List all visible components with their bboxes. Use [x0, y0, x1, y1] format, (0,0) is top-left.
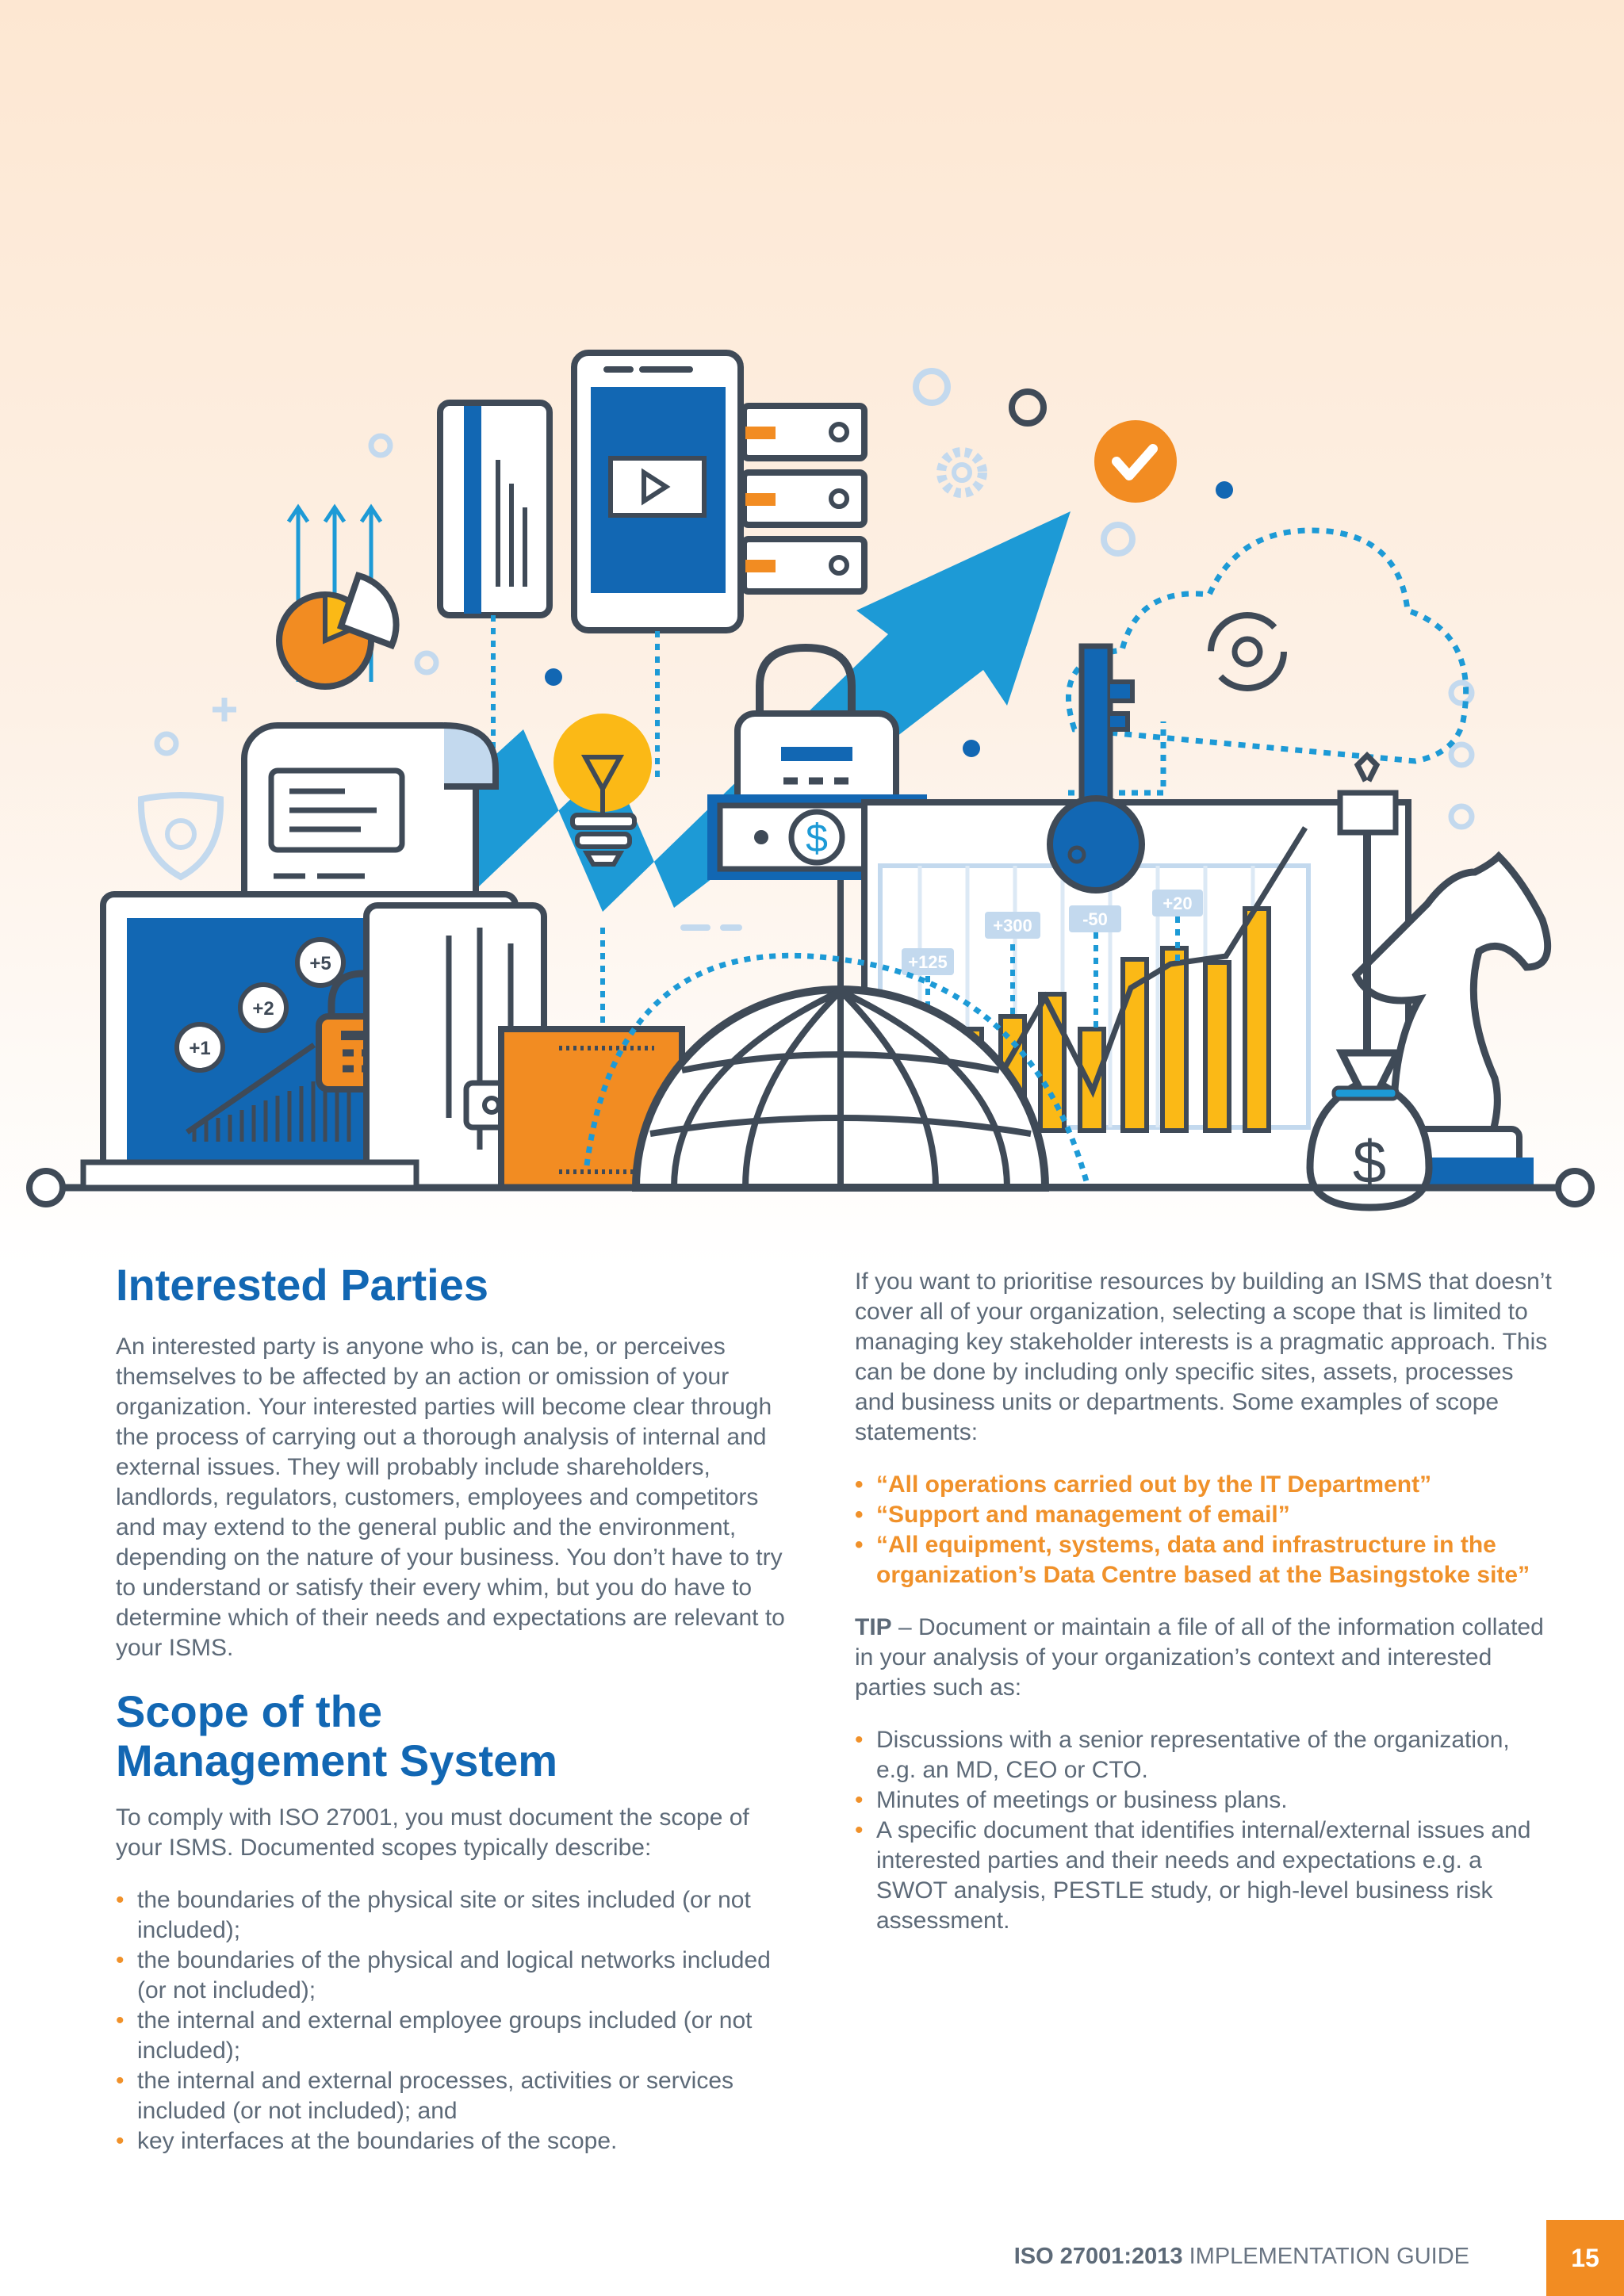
tip-label: TIP — [855, 1614, 892, 1640]
page-number: 15 — [1546, 2220, 1624, 2296]
credit-card-icon — [437, 400, 553, 618]
chart-label: +125 — [908, 952, 948, 972]
tip-list: Discussions with a senior representative… — [855, 1725, 1553, 1936]
list-item: A specific document that identifies inte… — [855, 1816, 1553, 1936]
chart-label: +20 — [1162, 894, 1192, 913]
globe-icon — [584, 880, 1090, 1192]
deco-circle — [913, 368, 951, 406]
list-item: Discussions with a senior representative… — [855, 1725, 1553, 1785]
pie-chart-icon — [276, 503, 400, 690]
deco-dot — [1216, 481, 1233, 499]
dollar-sign: $ — [806, 816, 828, 860]
interested-parties-paragraph: An interested party is anyone who is, ca… — [116, 1334, 785, 1661]
plus-icon — [213, 698, 236, 721]
cloud-sync-icon — [1066, 527, 1469, 764]
base-end-dot — [1555, 1168, 1595, 1207]
score-badge — [174, 1022, 225, 1073]
footer-title: ISO 27001:2013 IMPLEMENTATION GUIDE — [1014, 2241, 1469, 2272]
footer-title-bold: ISO 27001:2013 — [1013, 2244, 1183, 2269]
footer-title-rest: IMPLEMENTATION GUIDE — [1182, 2244, 1469, 2269]
chart-bar — [1243, 906, 1271, 1133]
chart-label: +300 — [993, 916, 1032, 936]
scope-heading: Scope of the Management System — [116, 1687, 798, 1785]
base-end-dot — [26, 1168, 66, 1207]
deco-circle — [368, 433, 393, 458]
list-item: “All operations carried out by the IT De… — [855, 1470, 1553, 1500]
chart-bar — [1078, 1027, 1106, 1133]
score-badge-label: +5 — [309, 953, 331, 974]
score-badge — [295, 937, 346, 988]
king-chess-icon — [1337, 752, 1399, 1054]
interested-parties-heading: Interested Parties — [116, 1260, 488, 1310]
scope-paragraph: To comply with ISO 27001, you must docum… — [116, 1804, 749, 1861]
deco-circle — [1448, 741, 1475, 768]
list-item: key interfaces at the boundaries of the … — [116, 2126, 798, 2156]
chart-label: -50 — [1082, 909, 1108, 929]
shield-icon — [137, 792, 224, 881]
scope-examples-list: “All operations carried out by the IT De… — [855, 1470, 1553, 1590]
deco-circle — [1009, 388, 1047, 427]
scope-heading-line-2: Management System — [116, 1735, 558, 1785]
list-item: “All equipment, systems, data and infras… — [855, 1530, 1553, 1590]
list-item: the boundaries of the physical site or s… — [116, 1885, 798, 1946]
prioritise-paragraph: If you want to prioritise resources by b… — [855, 1269, 1552, 1445]
list-item: “Support and management of email” — [855, 1500, 1553, 1530]
list-item: Minutes of meetings or business plans. — [855, 1785, 1553, 1816]
deco-circle — [154, 731, 179, 756]
scope-list: the boundaries of the physical site or s… — [116, 1885, 798, 2156]
phone-video-icon — [491, 350, 744, 782]
deco-dot — [963, 740, 980, 757]
deco-circle — [1448, 679, 1475, 706]
score-badge — [238, 982, 289, 1033]
right-column: If you want to prioritise resources by b… — [855, 1267, 1553, 1936]
score-badge-label: +2 — [252, 998, 274, 1020]
deco-circle — [1448, 803, 1475, 830]
growth-arrow — [349, 511, 1071, 920]
list-item: the internal and external employee group… — [116, 2006, 798, 2066]
key-icon — [1047, 643, 1166, 894]
deco-circle — [1101, 522, 1136, 557]
gear-icon — [936, 447, 987, 498]
left-column: Interested Parties An interested party i… — [116, 1260, 798, 2157]
list-item: the internal and external processes, act… — [116, 2066, 798, 2126]
scope-heading-line-1: Scope of the — [116, 1686, 383, 1736]
deco-dot — [545, 668, 562, 686]
tip-text: – Document or maintain a file of all of … — [855, 1614, 1544, 1701]
tip-paragraph: TIP – Document or maintain a file of all… — [855, 1613, 1553, 1703]
deco-circle — [414, 650, 439, 675]
security-illustration: +1 +2 +5 $ — [26, 350, 1595, 1211]
light-bulb-icon — [553, 714, 742, 931]
server-stack-icon — [741, 403, 868, 595]
chart-bar — [1203, 960, 1231, 1133]
score-badge-label: +1 — [189, 1038, 210, 1059]
chart-bar — [1160, 946, 1189, 1133]
list-item: the boundaries of the physical and logic… — [116, 1946, 798, 2006]
